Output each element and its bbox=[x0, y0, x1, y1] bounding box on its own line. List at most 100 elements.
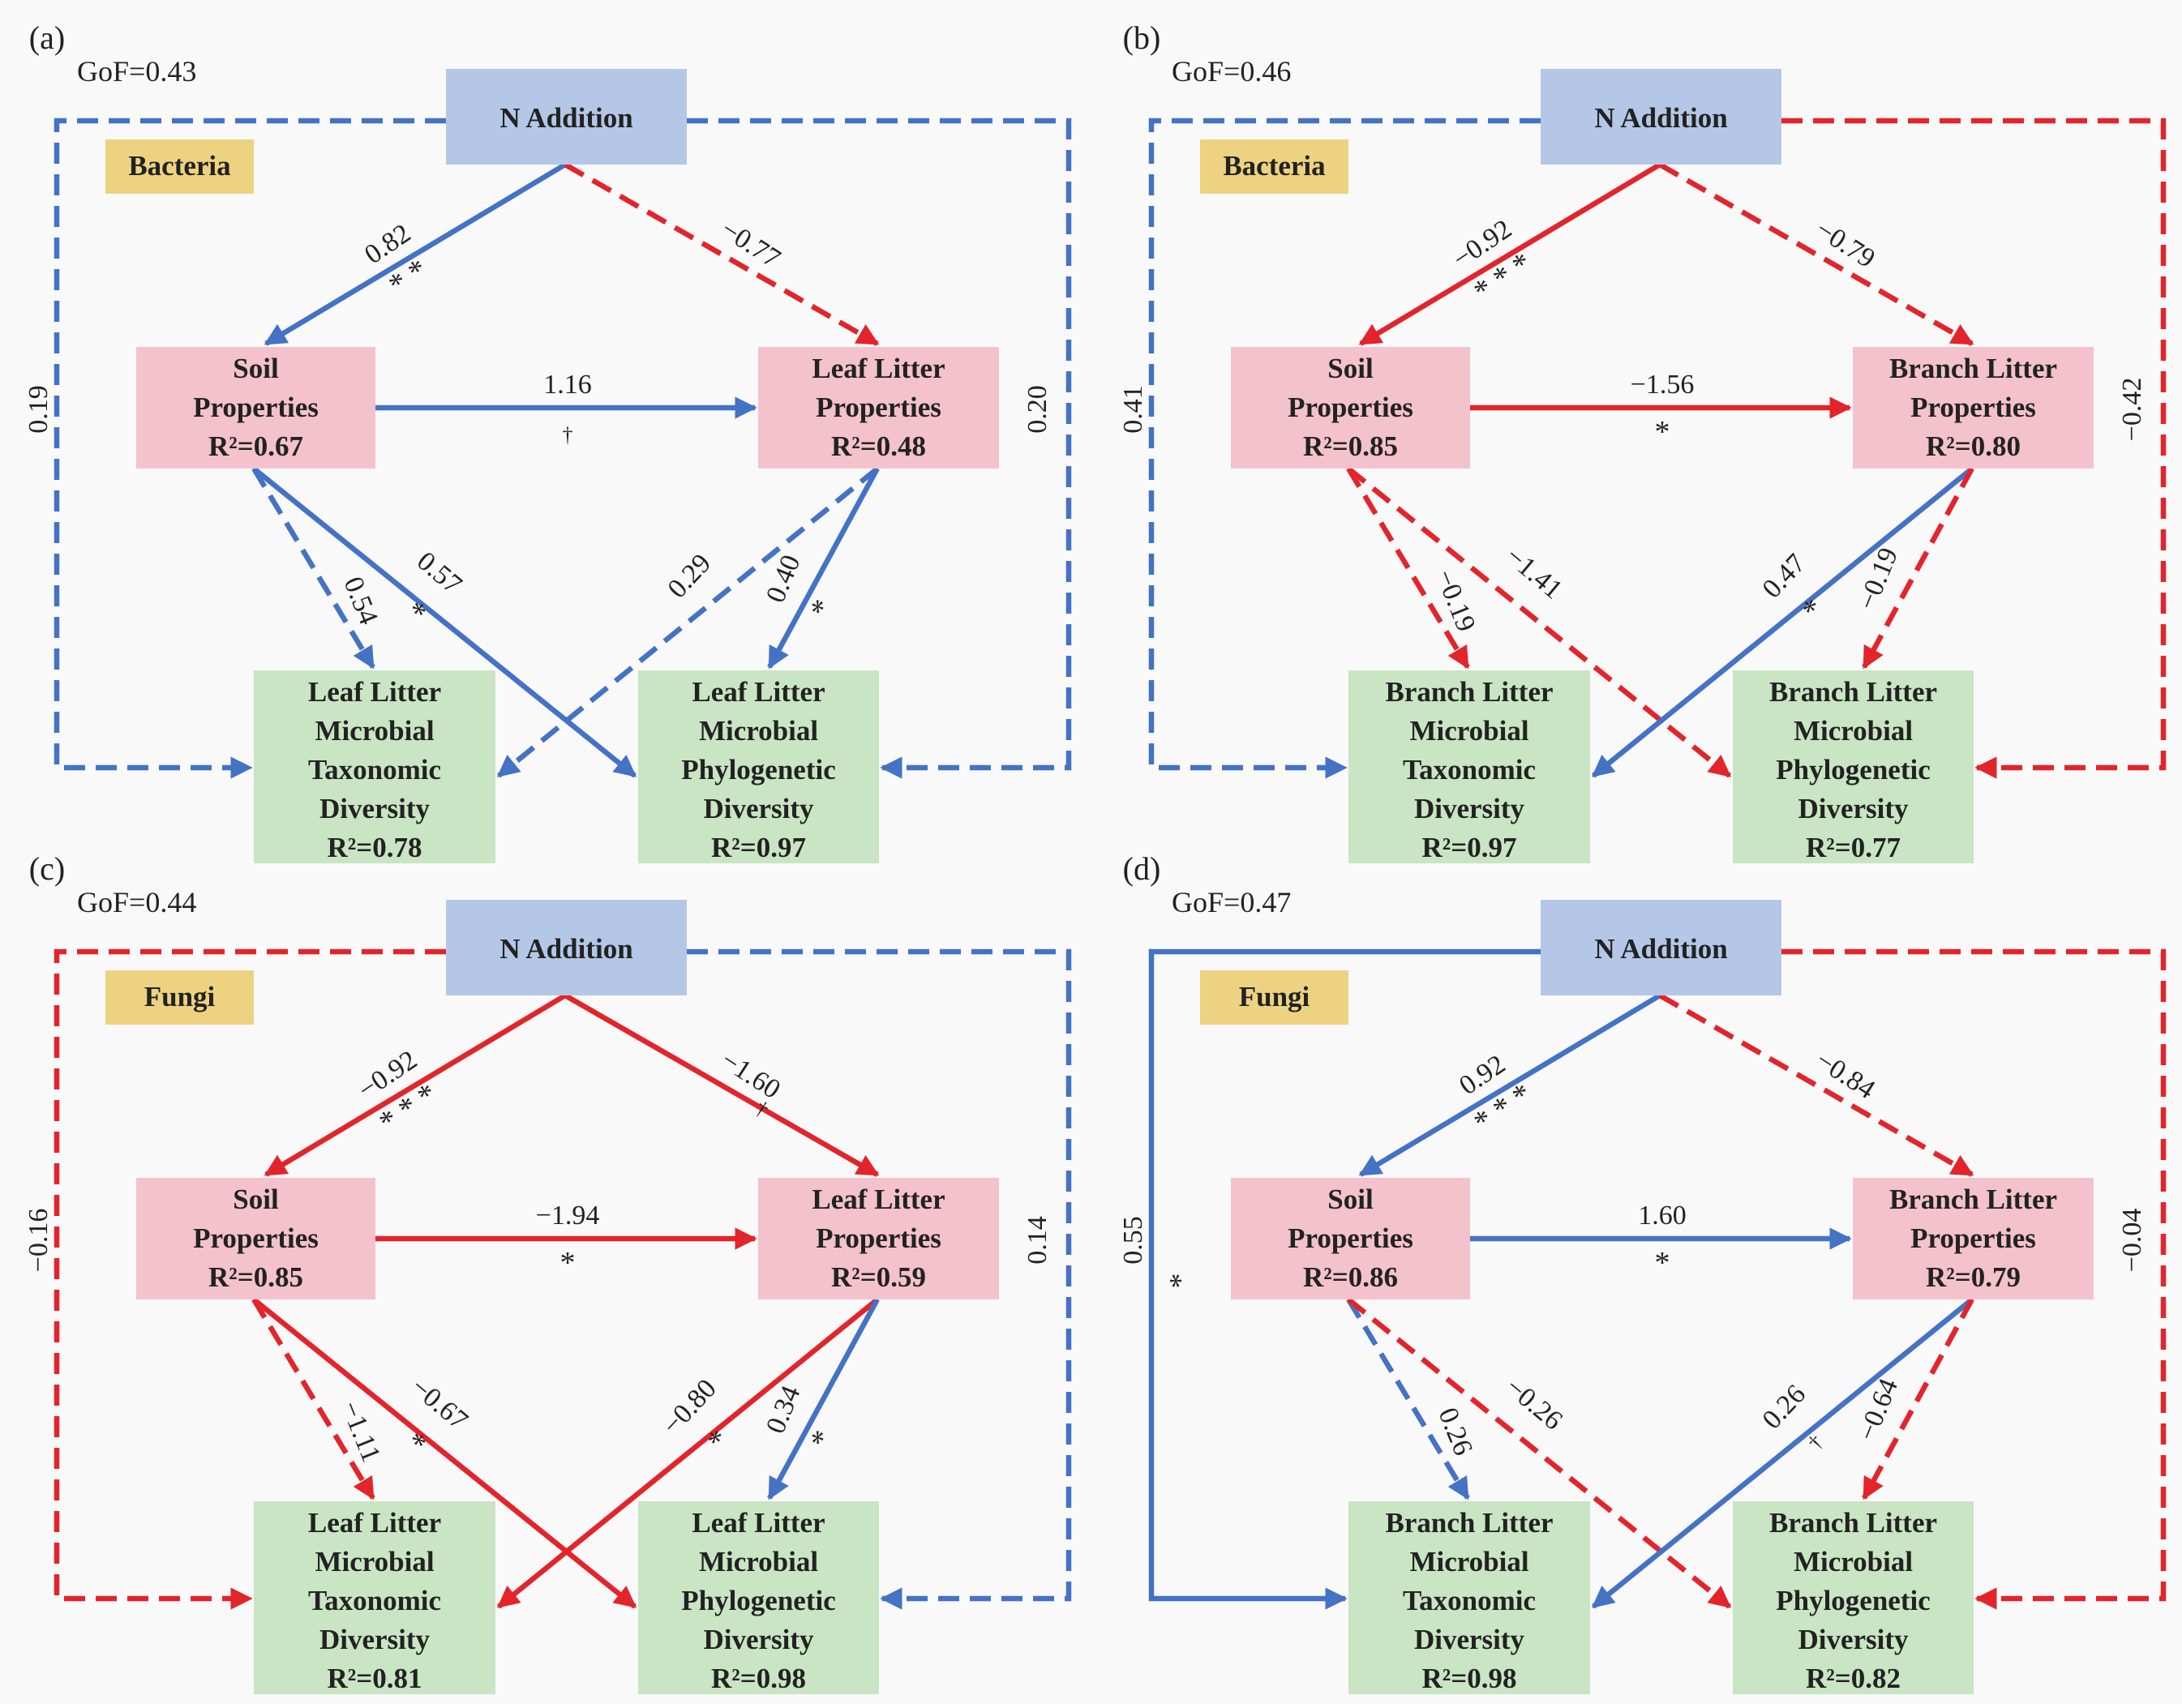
coef-n-tax: 0.41 bbox=[1118, 385, 1148, 434]
gof-value: GoF=0.47 bbox=[1172, 886, 1291, 918]
box-taxonomic-diversity-text: R²=0.81 bbox=[328, 1663, 422, 1694]
path-soil-to-phylogenetic bbox=[1346, 466, 1732, 778]
path-litter-to-phylogenetic bbox=[767, 1298, 880, 1500]
box-soil-properties-text: Properties bbox=[1288, 392, 1413, 423]
box-phylogenetic-diversity-text: Phylogenetic bbox=[681, 754, 836, 786]
box-soil-properties-text: Soil bbox=[233, 1184, 279, 1215]
coef-n-tax: 0.55 bbox=[1118, 1216, 1148, 1265]
box-soil-properties-text: R²=0.86 bbox=[1303, 1261, 1398, 1293]
coef-n-tax: −0.16 bbox=[24, 1209, 54, 1273]
coef-soil-litter: −1.56 bbox=[1631, 370, 1695, 400]
path-soil-to-taxonomic bbox=[1346, 1298, 1470, 1500]
box-phylogenetic-diversity-text: Microbial bbox=[1794, 715, 1913, 747]
path-n-to-soil bbox=[264, 162, 567, 346]
box-taxonomic-diversity-text: R²=0.98 bbox=[1422, 1663, 1517, 1694]
sig-n-tax: * bbox=[1164, 1274, 1198, 1289]
box-taxonomic-diversity bbox=[254, 1501, 495, 1694]
coef-litter-tax: 0.26 bbox=[1757, 1379, 1812, 1435]
box-n-addition bbox=[1541, 69, 1781, 165]
box-taxonomic-diversity-text: Leaf Litter bbox=[308, 1507, 441, 1539]
path-n-to-litter bbox=[564, 162, 880, 346]
box-litter-properties-text: R²=0.48 bbox=[831, 430, 926, 462]
path-n-to-phylogenetic bbox=[1781, 948, 2167, 1610]
box-phylogenetic-diversity-text: Phylogenetic bbox=[1776, 1585, 1931, 1616]
path-n-to-soil bbox=[1358, 162, 1661, 346]
sig-litter-phy: * bbox=[804, 1426, 841, 1453]
path-n-to-taxonomic bbox=[1148, 118, 1541, 779]
gof-value: GoF=0.46 bbox=[1172, 55, 1291, 88]
box-taxonomic-diversity-text: Microbial bbox=[1409, 715, 1528, 747]
coef-soil-litter: −1.94 bbox=[536, 1201, 600, 1231]
box-phylogenetic-diversity-text: Microbial bbox=[699, 715, 818, 747]
box-taxonomic-diversity-text: R²=0.78 bbox=[328, 832, 422, 863]
group-tag-label: Bacteria bbox=[1223, 150, 1325, 182]
group-tag bbox=[105, 970, 254, 1025]
panel-label: (d) bbox=[1123, 850, 1161, 887]
box-taxonomic-diversity-text: R²=0.97 bbox=[1422, 832, 1517, 863]
coef-soil-litter: 1.16 bbox=[543, 370, 592, 400]
gof-value: GoF=0.44 bbox=[77, 886, 196, 918]
coef-n-litter: −0.77 bbox=[716, 214, 786, 274]
box-litter-properties bbox=[758, 347, 999, 469]
box-n-addition bbox=[446, 69, 687, 165]
coef-n-litter: −0.84 bbox=[1811, 1045, 1880, 1105]
box-litter-properties-text: Properties bbox=[816, 392, 941, 423]
coef-soil-tax: −1.11 bbox=[335, 1397, 386, 1466]
path-soil-to-taxonomic bbox=[251, 467, 375, 670]
path-litter-to-phylogenetic bbox=[1862, 467, 1974, 670]
box-taxonomic-diversity-text: Branch Litter bbox=[1385, 1507, 1553, 1539]
sig-litter-phy: * bbox=[804, 595, 841, 622]
coef-n-tax: 0.19 bbox=[24, 385, 54, 434]
sig-n-litter: † bbox=[751, 1096, 773, 1121]
sig-soil-phy: * bbox=[399, 1426, 433, 1462]
box-taxonomic-diversity bbox=[1348, 670, 1590, 863]
panel-label: (c) bbox=[29, 850, 65, 887]
path-litter-to-taxonomic bbox=[1591, 1297, 1974, 1609]
path-litter-to-phylogenetic bbox=[1862, 1298, 1974, 1500]
box-litter-properties-text: Properties bbox=[1910, 392, 2036, 423]
coef-litter-phy: −0.19 bbox=[1852, 544, 1904, 614]
group-tag-label: Fungi bbox=[144, 981, 216, 1012]
box-phylogenetic-diversity-text: Diversity bbox=[703, 793, 814, 824]
box-litter-properties-text: Properties bbox=[816, 1222, 941, 1254]
coef-n-phy: −0.42 bbox=[2117, 378, 2147, 442]
box-litter-properties bbox=[1853, 347, 2094, 469]
box-taxonomic-diversity-text: Microbial bbox=[315, 1546, 434, 1577]
box-soil-properties-text: Soil bbox=[1327, 1184, 1374, 1215]
path-litter-to-taxonomic bbox=[496, 1297, 880, 1609]
coef-soil-litter: 1.60 bbox=[1638, 1201, 1687, 1231]
box-taxonomic-diversity-text: Diversity bbox=[319, 793, 431, 824]
box-taxonomic-diversity bbox=[1348, 1501, 1590, 1694]
box-litter-properties-text: Properties bbox=[1910, 1222, 2036, 1254]
box-taxonomic-diversity-text: Diversity bbox=[1414, 1624, 1525, 1655]
box-phylogenetic-diversity bbox=[638, 1501, 879, 1694]
box-phylogenetic-diversity bbox=[1733, 1501, 1974, 1694]
path-n-to-taxonomic bbox=[54, 118, 446, 779]
path-litter-to-phylogenetic bbox=[767, 467, 880, 670]
coef-n-phy: 0.14 bbox=[1022, 1216, 1052, 1265]
box-phylogenetic-diversity-text: Diversity bbox=[1798, 1624, 1909, 1655]
box-litter-properties-text: Leaf Litter bbox=[812, 1184, 945, 1215]
path-n-to-phylogenetic bbox=[687, 948, 1072, 1610]
box-soil-properties-text: R²=0.85 bbox=[1303, 430, 1398, 462]
box-soil-properties bbox=[1231, 347, 1470, 469]
box-phylogenetic-diversity-text: Branch Litter bbox=[1769, 1507, 1937, 1539]
box-soil-properties-text: Soil bbox=[1327, 353, 1374, 384]
box-taxonomic-diversity-text: Diversity bbox=[1414, 793, 1525, 824]
box-taxonomic-diversity-text: Taxonomic bbox=[308, 1585, 441, 1616]
box-taxonomic-diversity-text: Branch Litter bbox=[1385, 676, 1553, 708]
coef-litter-phy: −0.64 bbox=[1852, 1375, 1904, 1445]
box-n-addition-text: N Addition bbox=[499, 102, 632, 134]
box-soil-properties-text: Properties bbox=[1288, 1222, 1413, 1254]
path-litter-to-taxonomic bbox=[1591, 466, 1974, 778]
box-phylogenetic-diversity-text: Microbial bbox=[699, 1546, 818, 1577]
coef-soil-tax: −0.19 bbox=[1430, 566, 1481, 636]
path-soil-to-taxonomic bbox=[251, 1298, 375, 1500]
coef-n-litter: −0.79 bbox=[1811, 214, 1880, 274]
box-phylogenetic-diversity-text: Diversity bbox=[1798, 793, 1909, 824]
box-phylogenetic-diversity-text: Microbial bbox=[1794, 1546, 1913, 1577]
box-taxonomic-diversity-text: Taxonomic bbox=[308, 754, 441, 786]
